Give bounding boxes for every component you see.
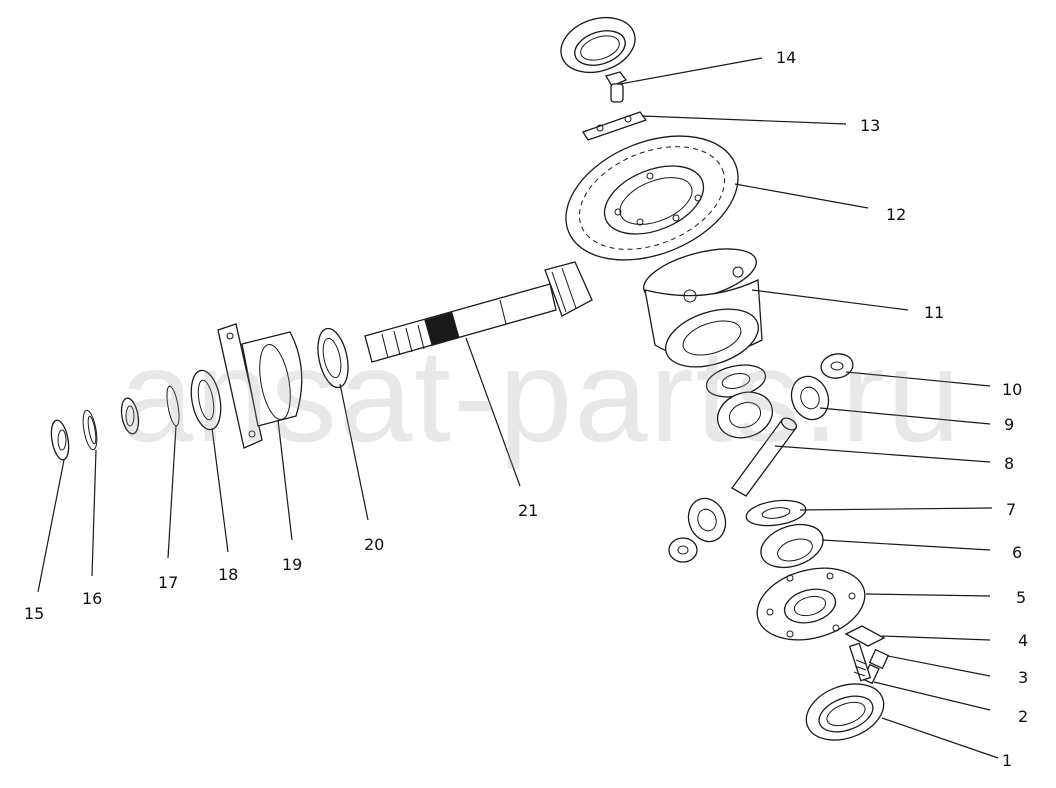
callout-9: 9 [1004,415,1014,434]
callout-6: 6 [1012,543,1022,562]
part-14-bearing [560,16,636,74]
callout-19: 19 [282,555,302,574]
part-4-lock-plate [844,625,886,647]
part-2-stud [848,642,872,682]
leader-19 [277,419,293,541]
callout-18: 18 [218,565,238,584]
part-10-washer [820,353,854,379]
callout-7: 7 [1006,500,1016,519]
leader-3 [887,655,991,677]
callout-20: 20 [364,535,384,554]
leader-2 [873,681,991,711]
leader-16 [91,449,97,577]
callout-2: 2 [1018,707,1028,726]
part-small-washer [668,537,698,563]
leader-5 [865,593,991,597]
leader-21 [465,337,521,487]
leader-1 [881,717,999,759]
callout-15: 15 [24,604,44,623]
leader-18 [211,427,229,553]
leader-15 [37,459,65,593]
callout-11: 11 [924,303,944,322]
part-20-bearing [317,327,349,389]
part-13-lock-plate [582,111,648,141]
callout-labels: 14 13 12 11 10 9 8 7 6 5 4 3 2 1 21 20 1… [24,48,1028,770]
leader-14 [619,57,763,85]
leader-10 [845,371,991,387]
callout-14: 14 [776,48,796,67]
leader-17 [167,425,177,559]
part-8-cross-pin [731,417,798,497]
part-18-bearing [190,369,222,431]
leader-4 [881,635,991,641]
callout-16: 16 [82,589,102,608]
callout-10: 10 [1002,380,1022,399]
part-16-lock-washer [82,409,98,451]
leader-12 [734,183,869,209]
leader-7 [799,507,993,511]
part-5-cover-flange [756,567,866,641]
leader-6 [821,539,991,551]
part-1-bearing [805,683,885,741]
part-9-pinion-gear [790,375,830,421]
leader-9 [819,407,991,425]
callout-17: 17 [158,573,178,592]
callout-3: 3 [1018,668,1028,687]
callout-13: 13 [860,116,880,135]
leader-8 [774,445,991,463]
part-11-diff-housing [643,248,763,368]
part-21-pinion-shaft [364,261,593,363]
part-14-bolt [605,71,628,103]
part-pinion-gear-lower [687,497,727,543]
leader-20 [339,383,369,521]
leader-13 [641,115,847,125]
part-bearing-cone [120,397,140,435]
callout-4: 4 [1018,631,1028,650]
callout-12: 12 [886,205,906,224]
part-17-snap-ring [166,385,180,427]
leader-11 [751,289,909,311]
part-9-side-gear [716,391,774,439]
part-15-nut [50,419,70,461]
callout-1: 1 [1002,751,1012,770]
part-12-ring-gear [565,135,739,261]
part-7-thrust-washer [745,499,807,527]
callout-5: 5 [1016,588,1026,607]
callout-21: 21 [518,501,538,520]
part-19-flange-housing [217,323,303,449]
part-6-side-gear [760,523,824,569]
leader-lines [37,57,999,759]
callout-8: 8 [1004,454,1014,473]
